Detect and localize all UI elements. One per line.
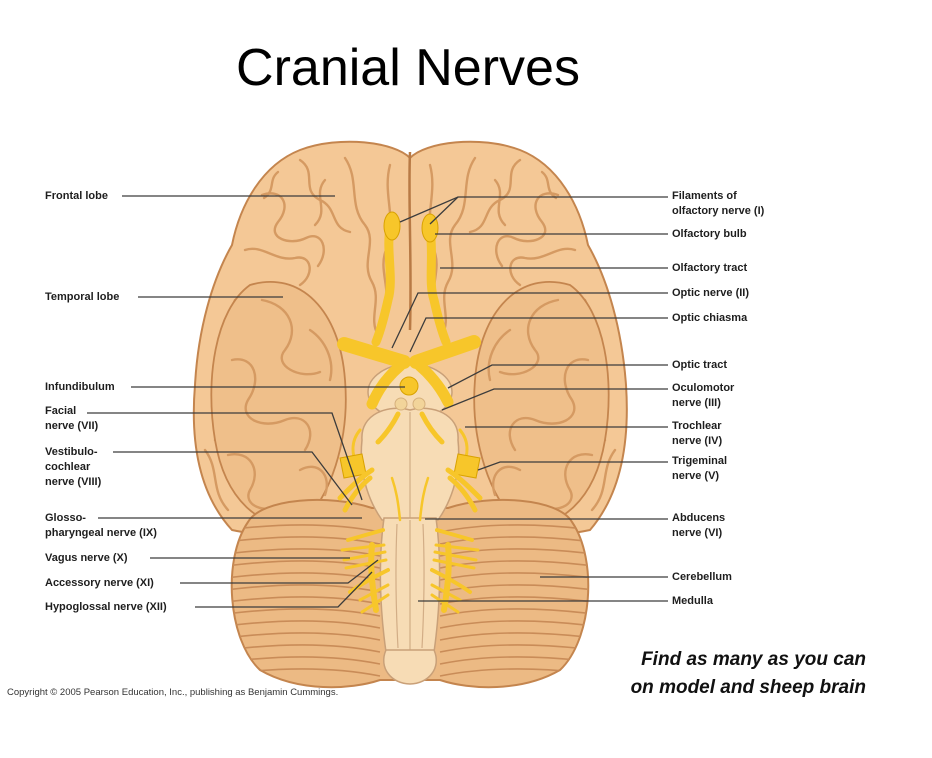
label-trochlear-nerve: Trochlear nerve (IV) — [672, 420, 723, 447]
leader-oculomotor-nerve — [441, 388, 668, 411]
leader-lines — [87, 195, 668, 608]
label-olfactory-tract: Olfactory tract — [672, 262, 748, 274]
label-olfactory-bulb: Olfactory bulb — [672, 228, 747, 240]
label-vestibulocochlear-nerve: Vestibulo- cochlear nerve (VIII) — [45, 446, 102, 488]
instruction-note: Find as many as you can on model and she… — [631, 646, 866, 702]
leader-optic-nerve — [391, 292, 668, 349]
label-optic-nerve: Optic nerve (II) — [672, 287, 750, 299]
optic-chiasma — [337, 335, 481, 411]
leader-olfactory-filaments-b — [429, 196, 459, 225]
label-optic-chiasma: Optic chiasma — [672, 312, 748, 324]
temporal-lobe-left — [210, 280, 347, 527]
leader-facial-nerve — [87, 412, 363, 501]
nerve-roots-left — [337, 411, 402, 614]
slide-title: Cranial Nerves — [236, 39, 580, 97]
label-facial-nerve: Facial nerve (VII) — [45, 405, 99, 432]
leader-hypoglossal-nerve — [195, 571, 373, 608]
label-trigeminal-nerve: Trigeminal nerve (V) — [672, 455, 728, 482]
infundibulum — [399, 376, 419, 396]
label-accessory-nerve: Accessory nerve (XI) — [45, 577, 154, 589]
leader-vestibulocochlear-nerve — [113, 451, 353, 506]
instruction-note-line-1: Find as many as you can — [641, 649, 866, 670]
label-vagus-nerve: Vagus nerve (X) — [45, 552, 128, 564]
label-oculomotor-nerve: Oculomotor nerve (III) — [672, 382, 735, 409]
copyright-notice: Copyright © 2005 Pearson Education, Inc.… — [7, 687, 339, 698]
mammillary-body-right — [412, 397, 426, 411]
label-glossopharyngeal-nerve: Glosso- pharyngeal nerve (IX) — [45, 512, 157, 539]
label-olfactory-filaments: Filaments of olfactory nerve (I) — [672, 190, 765, 217]
longitudinal-fissure — [408, 151, 412, 331]
label-abducens-nerve: Abducens nerve (VI) — [672, 512, 726, 539]
mammillary-body-left — [394, 397, 408, 411]
instruction-note-line-2: on model and sheep brain — [630, 677, 866, 698]
label-frontal-lobe: Frontal lobe — [45, 190, 108, 202]
label-hypoglossal-nerve: Hypoglossal nerve (XII) — [45, 601, 167, 613]
olfactory-bulb-left — [383, 211, 401, 241]
spinal-cord — [383, 649, 437, 685]
label-temporal-lobe: Temporal lobe — [45, 291, 120, 303]
label-medulla: Medulla — [672, 595, 713, 607]
leader-trigeminal-nerve — [477, 461, 668, 471]
label-optic-tract: Optic tract — [672, 359, 728, 371]
leader-optic-tract — [447, 364, 668, 389]
leader-optic-chiasma — [409, 317, 668, 353]
label-cerebellum: Cerebellum — [672, 571, 732, 583]
leader-accessory-nerve — [180, 559, 379, 584]
label-infundibulum: Infundibulum — [45, 381, 115, 393]
